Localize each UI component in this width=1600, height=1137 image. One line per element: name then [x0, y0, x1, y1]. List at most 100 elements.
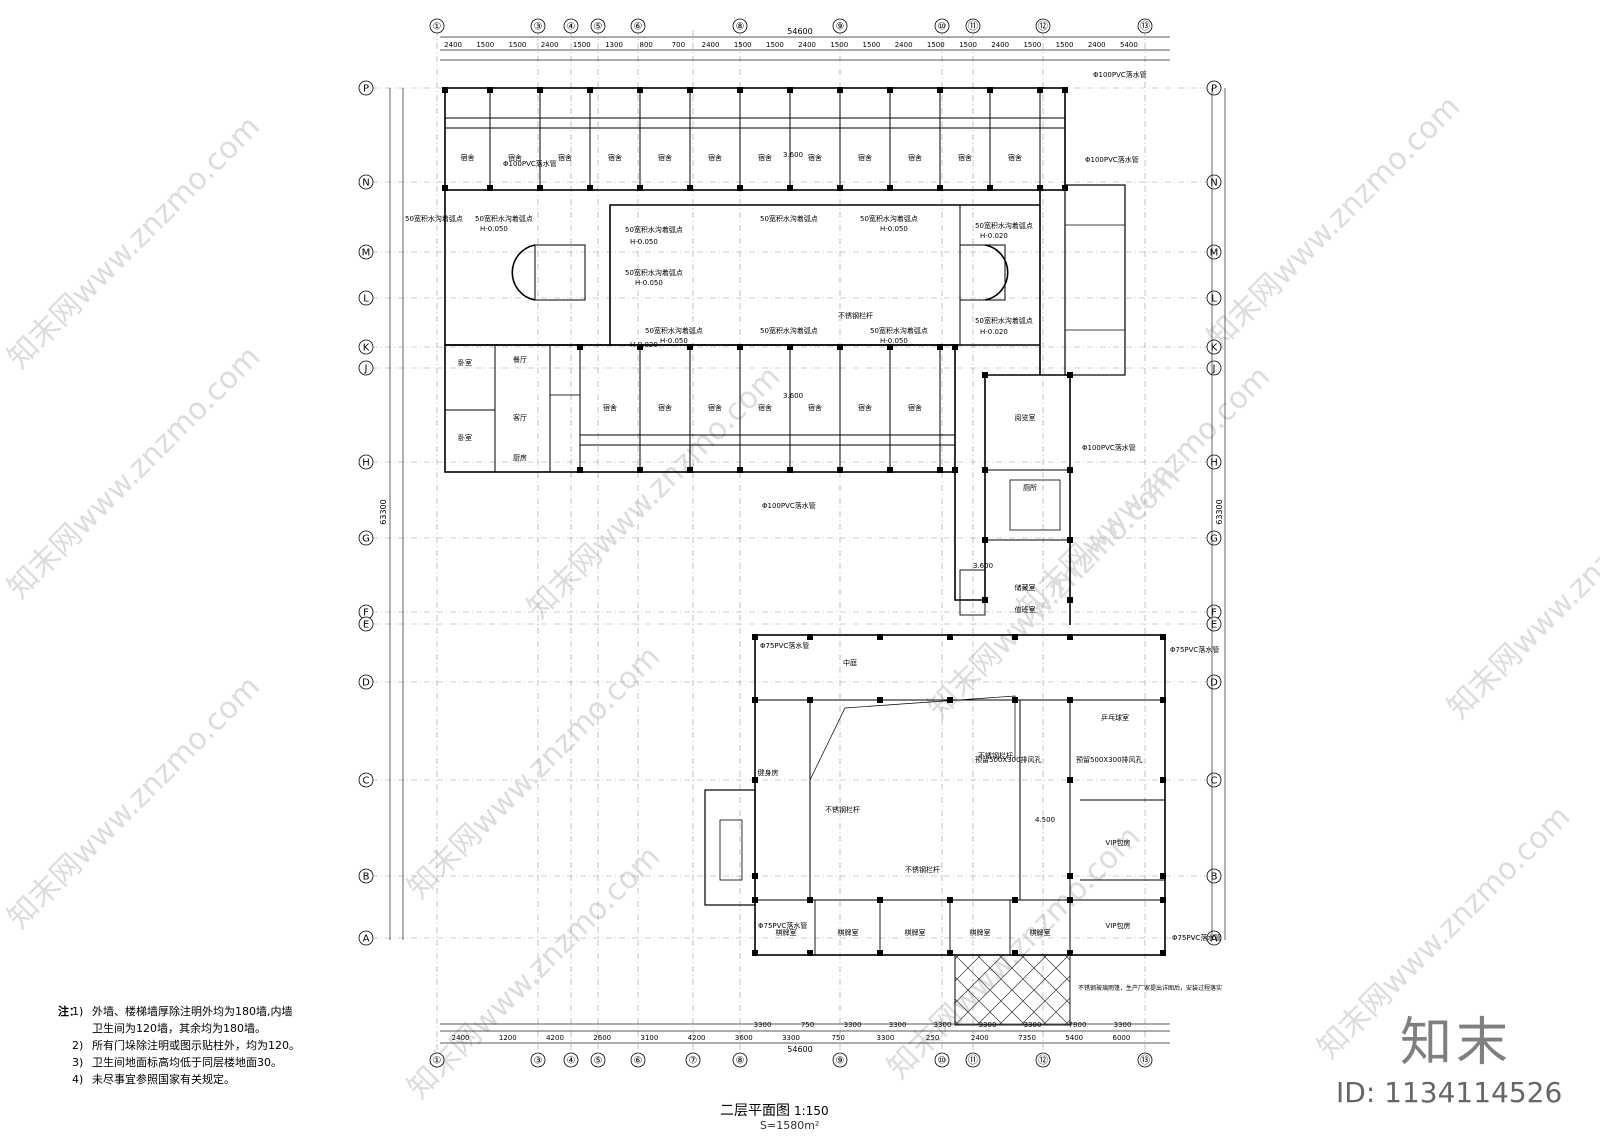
watermark: 知末网www.znzmo.com — [1, 669, 267, 935]
column — [752, 777, 758, 783]
grid-bubble-right: C — [1206, 772, 1222, 788]
svg-text:⑥: ⑥ — [634, 22, 643, 33]
room-dorm: 宿舍 — [758, 403, 772, 412]
note-gutter: 50宽积水沟着弧点 — [405, 214, 463, 223]
dimension-label: 3300 — [934, 1021, 952, 1029]
grid-bubble-top: ⑥ — [630, 18, 646, 34]
dimension-label: 3300 — [889, 1021, 907, 1029]
room-dorm: 宿舍 — [958, 153, 972, 162]
column — [1037, 87, 1043, 93]
dimension-label: 3600 — [735, 1034, 753, 1042]
column — [752, 634, 758, 640]
elev-mark: 3.600 — [783, 151, 803, 159]
watermark: 知末网www.znzmo.com — [1, 339, 267, 605]
column — [1067, 597, 1073, 603]
dimension-label: 2400 — [702, 41, 720, 49]
column — [487, 185, 493, 191]
room-dorm: 宿舍 — [858, 153, 872, 162]
column — [937, 344, 943, 350]
column — [637, 344, 643, 350]
grid-bubble-bottom: ⑧ — [732, 1052, 748, 1068]
column — [1067, 372, 1073, 378]
column — [1012, 634, 1018, 640]
note-drain: Φ100PVC落水管 — [503, 159, 557, 168]
column — [947, 950, 953, 956]
dimension-label: 700 — [672, 41, 685, 49]
svg-text:⑧: ⑧ — [736, 22, 745, 33]
dimension-label: 2400 — [895, 41, 913, 49]
column — [837, 344, 843, 350]
column — [537, 185, 543, 191]
note-railing: 不锈钢栏杆 — [838, 311, 873, 320]
dimension-label: 1500 — [863, 41, 881, 49]
elev-mark: H-0.050 — [880, 337, 908, 345]
note-drain: Φ100PVC落水管 — [1085, 155, 1139, 164]
column — [787, 344, 793, 350]
column — [577, 467, 583, 473]
grid-bubble-right: M — [1206, 244, 1222, 260]
grid-bubble-left: L — [358, 290, 374, 306]
svg-text:⑤: ⑤ — [594, 1056, 603, 1067]
grid-bubble-top: ⑩ — [934, 18, 950, 34]
dimension-label: 1500 — [1056, 41, 1074, 49]
room-duty: 值班室 — [1015, 605, 1036, 614]
dimension-label: 1500 — [734, 41, 752, 49]
note-gutter: 50宽积水沟着弧点 — [870, 326, 928, 335]
elev-mark: H-0.050 — [630, 238, 658, 246]
svg-text:①: ① — [433, 1056, 442, 1067]
note-text: 未尽事宜参照国家有关规定。 — [92, 1073, 235, 1086]
svg-text:⑩: ⑩ — [938, 22, 947, 33]
svg-text:K: K — [363, 343, 370, 354]
column — [737, 467, 743, 473]
column — [937, 87, 943, 93]
general-notes: 注： 1)外墙、楼梯墙厚除注明外均为180墙,内墙卫生间为120墙，其余均为18… — [58, 1003, 300, 1088]
room-dorm: 宿舍 — [658, 403, 672, 412]
dimension-label: 750 — [801, 1021, 814, 1029]
column — [952, 467, 958, 473]
grid-bubble-right: D — [1206, 674, 1222, 690]
column — [1012, 697, 1018, 703]
room-dorm: 宿舍 — [603, 403, 617, 412]
column — [787, 185, 793, 191]
room-pingpong: 乒乓球室 — [1101, 713, 1129, 722]
grid-bubble-right: N — [1206, 174, 1222, 190]
grid-bubble-left: P — [358, 80, 374, 96]
room-dorm: 宿舍 — [658, 153, 672, 162]
dimension-label: 2600 — [593, 1034, 611, 1042]
dimension-label: 1500 — [959, 41, 977, 49]
column — [752, 697, 758, 703]
dimension-label: 2400 — [991, 41, 1009, 49]
room-dorm: 宿舍 — [1008, 153, 1022, 162]
column — [1062, 185, 1068, 191]
svg-text:④: ④ — [567, 22, 576, 33]
note-number: 1) — [72, 1005, 84, 1018]
grid-bubble-right: G — [1206, 530, 1222, 546]
note-canopy: 不锈钢玻璃雨篷，生产厂家提出详图后，安装过程落实 — [1078, 984, 1222, 992]
column — [787, 467, 793, 473]
grid-bubble-top: ⑤ — [590, 18, 606, 34]
drawing-scale: 1:150 — [794, 1104, 829, 1118]
watermark: 知末网www.znzmo.com — [1201, 89, 1467, 355]
grid-bubble-left: D — [358, 674, 374, 690]
dimension-label: 5400 — [1065, 1034, 1083, 1042]
column — [982, 537, 988, 543]
notes-list: 1)外墙、楼梯墙厚除注明外均为180墙,内墙卫生间为120墙，其余均为180墙。… — [72, 1003, 300, 1088]
column — [537, 87, 543, 93]
column — [687, 185, 693, 191]
room-chess: 棋牌室 — [905, 928, 926, 937]
column — [987, 87, 993, 93]
room-dorm: 宿舍 — [508, 153, 522, 162]
elev-mark: 4.500 — [1035, 816, 1055, 824]
grid-bubble-left: J — [358, 360, 374, 376]
overall-dimension-top: 54600 — [787, 27, 812, 36]
note-gutter: 50宽积水沟着弧点 — [975, 221, 1033, 230]
column — [987, 185, 993, 191]
column — [1067, 873, 1073, 879]
dimension-label: 3300 — [754, 1021, 772, 1029]
svg-text:③: ③ — [534, 22, 543, 33]
grid-bubble-left: N — [358, 174, 374, 190]
svg-text:D: D — [362, 678, 370, 689]
dimension-label: 4200 — [546, 1034, 564, 1042]
room-labels: 宿舍宿舍宿舍宿舍宿舍宿舍宿舍宿舍宿舍宿舍宿舍宿舍宿舍宿舍宿舍宿舍宿舍宿舍宿舍 — [461, 153, 1023, 412]
